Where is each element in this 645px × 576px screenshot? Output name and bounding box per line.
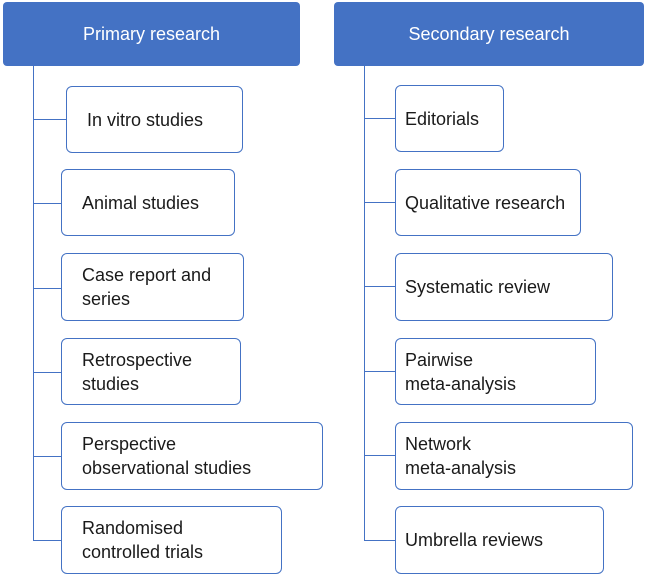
pairwise-label-line2: meta-analysis — [405, 373, 517, 394]
case-report-label-line1: Case report and — [82, 265, 212, 285]
network-meta-analysis-box: Network meta-analysis — [395, 422, 633, 490]
systematic-review-box: Systematic review — [395, 253, 613, 321]
perspective-label-line2: observational studies — [82, 458, 252, 478]
secondary-connector-trunk — [364, 66, 366, 540]
randomised-label-line2: controlled trials — [82, 542, 204, 562]
qualitative-research-label: Qualitative research — [405, 192, 566, 213]
in-vitro-studies-label: In vitro studies — [87, 109, 204, 130]
animal-studies-label: Animal studies — [82, 192, 200, 213]
editorials-label: Editorials — [405, 108, 480, 129]
connector-randomised — [33, 540, 62, 542]
randomised-trials-box: Randomised controlled trials — [61, 506, 282, 574]
connector-pairwise — [364, 371, 396, 373]
connector-animal — [33, 203, 62, 205]
secondary-research-title: Secondary research — [408, 23, 570, 44]
qualitative-research-box: Qualitative research — [395, 169, 581, 236]
retrospective-studies-box: Retrospective studies — [61, 338, 241, 405]
umbrella-reviews-box: Umbrella reviews — [395, 506, 604, 574]
connector-in-vitro — [33, 119, 67, 121]
primary-research-title: Primary research — [82, 23, 221, 44]
connector-systematic — [364, 286, 396, 288]
pairwise-label-line1: Pairwise — [405, 349, 474, 370]
case-report-label-line2: series — [82, 289, 131, 309]
umbrella-reviews-label: Umbrella reviews — [405, 530, 544, 550]
connector-network — [364, 455, 396, 457]
retrospective-label-line1: Retrospective — [82, 349, 193, 370]
connector-qualitative — [364, 202, 396, 204]
connector-editorials — [364, 118, 396, 120]
systematic-review-label: Systematic review — [405, 277, 551, 297]
primary-connector-trunk — [33, 66, 35, 540]
network-label-line1: Network — [405, 434, 472, 454]
primary-research-header: Primary research — [3, 2, 300, 66]
connector-umbrella — [364, 540, 396, 542]
perspective-label-line1: Perspective — [82, 434, 177, 454]
randomised-label-line1: Randomised — [82, 518, 184, 538]
case-report-box: Case report and series — [61, 253, 244, 321]
retrospective-label-line2: studies — [82, 373, 140, 394]
secondary-research-header: Secondary research — [334, 2, 644, 66]
connector-perspective — [33, 456, 62, 458]
connector-case-report — [33, 288, 62, 290]
perspective-observational-box: Perspective observational studies — [61, 422, 323, 490]
animal-studies-box: Animal studies — [61, 169, 235, 236]
connector-retrospective — [33, 372, 62, 374]
pairwise-meta-analysis-box: Pairwise meta-analysis — [395, 338, 596, 405]
editorials-box: Editorials — [395, 85, 504, 152]
network-label-line2: meta-analysis — [405, 458, 517, 478]
in-vitro-studies-box: In vitro studies — [66, 86, 243, 153]
